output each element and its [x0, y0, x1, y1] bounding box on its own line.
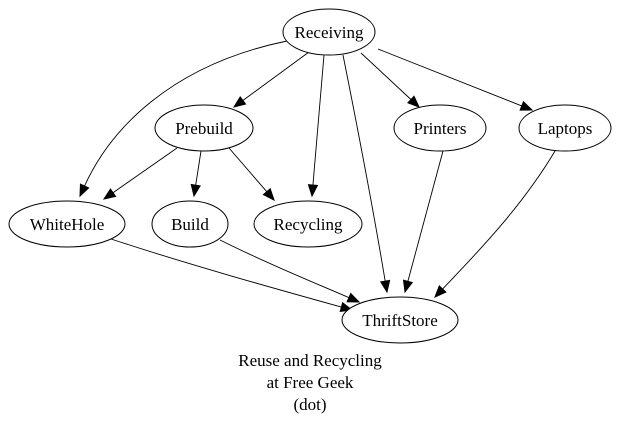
- arrowhead-icon: [262, 187, 275, 201]
- arrowhead-icon: [407, 95, 420, 108]
- caption-line-1: Reuse and Recycling: [238, 351, 382, 370]
- edge-line: [84, 40, 288, 187]
- edge-whitehole-to-thriftstore: [110, 238, 354, 312]
- node-ellipse: [518, 104, 612, 152]
- node-label: Recycling: [274, 215, 343, 234]
- arrowhead-icon: [379, 279, 391, 294]
- node-whitehole: WhiteHole: [8, 200, 126, 248]
- node-prebuild: Prebuild: [154, 104, 254, 152]
- edge-line: [442, 150, 556, 290]
- edge-line: [110, 238, 342, 308]
- node-label: Laptops: [538, 119, 593, 138]
- edge-prebuild-to-build: [190, 150, 202, 198]
- edge-prebuild-to-recycling: [228, 147, 275, 201]
- edge-receiving-to-whitehole: [79, 40, 288, 198]
- arrowhead-icon: [519, 100, 534, 111]
- edge-line: [407, 150, 444, 282]
- edge-printers-to-thriftstore: [402, 150, 444, 294]
- edge-line: [228, 147, 268, 192]
- edge-line: [242, 51, 310, 101]
- edge-line: [342, 54, 386, 282]
- caption-line-2: at Free Geek: [267, 373, 354, 392]
- node-label: Receiving: [295, 23, 364, 42]
- arrowhead-icon: [102, 188, 117, 200]
- node-thriftstore: ThriftStore: [341, 296, 459, 344]
- arrowhead-icon: [434, 285, 447, 298]
- arrowhead-icon: [79, 183, 90, 198]
- edge-receiving-to-recycling: [307, 54, 325, 198]
- edge-line: [360, 52, 412, 100]
- edge-receiving-to-laptops: [377, 48, 534, 111]
- node-printers: Printers: [393, 104, 487, 152]
- edge-prebuild-to-whitehole: [102, 147, 178, 200]
- node-recycling: Recycling: [253, 200, 363, 248]
- node-ellipse: [393, 104, 487, 152]
- arrowhead-icon: [402, 279, 414, 294]
- node-label: ThriftStore: [362, 311, 438, 330]
- node-label: Prebuild: [175, 119, 233, 138]
- diagram-caption: Reuse and Recycling at Free Geek (dot): [238, 351, 382, 414]
- edges: [79, 40, 556, 312]
- node-ellipse: [253, 200, 363, 248]
- arrowhead-icon: [346, 292, 361, 303]
- edge-receiving-to-prebuild: [232, 51, 310, 108]
- edge-line: [195, 150, 202, 186]
- edge-line: [312, 54, 325, 186]
- node-label: Build: [171, 215, 209, 234]
- node-label: Printers: [414, 119, 467, 138]
- node-ellipse: [282, 8, 376, 56]
- arrowhead-icon: [232, 95, 247, 108]
- node-ellipse: [154, 104, 254, 152]
- edge-line: [377, 48, 522, 107]
- arrowhead-icon: [307, 184, 319, 198]
- edge-receiving-to-printers: [360, 52, 420, 108]
- edge-receiving-to-thriftstore: [342, 54, 391, 294]
- node-label: WhiteHole: [30, 215, 105, 234]
- node-laptops: Laptops: [518, 104, 612, 152]
- node-receiving: Receiving: [282, 8, 376, 56]
- node-build: Build: [151, 200, 229, 248]
- edge-line: [112, 147, 178, 194]
- edge-laptops-to-thriftstore: [434, 150, 556, 298]
- node-ellipse: [8, 200, 126, 248]
- arrowhead-icon: [190, 183, 201, 198]
- node-ellipse: [151, 200, 229, 248]
- edge-line: [219, 239, 350, 299]
- node-ellipse: [341, 296, 459, 344]
- caption-line-3: (dot): [293, 395, 326, 414]
- edge-build-to-thriftstore: [219, 239, 361, 303]
